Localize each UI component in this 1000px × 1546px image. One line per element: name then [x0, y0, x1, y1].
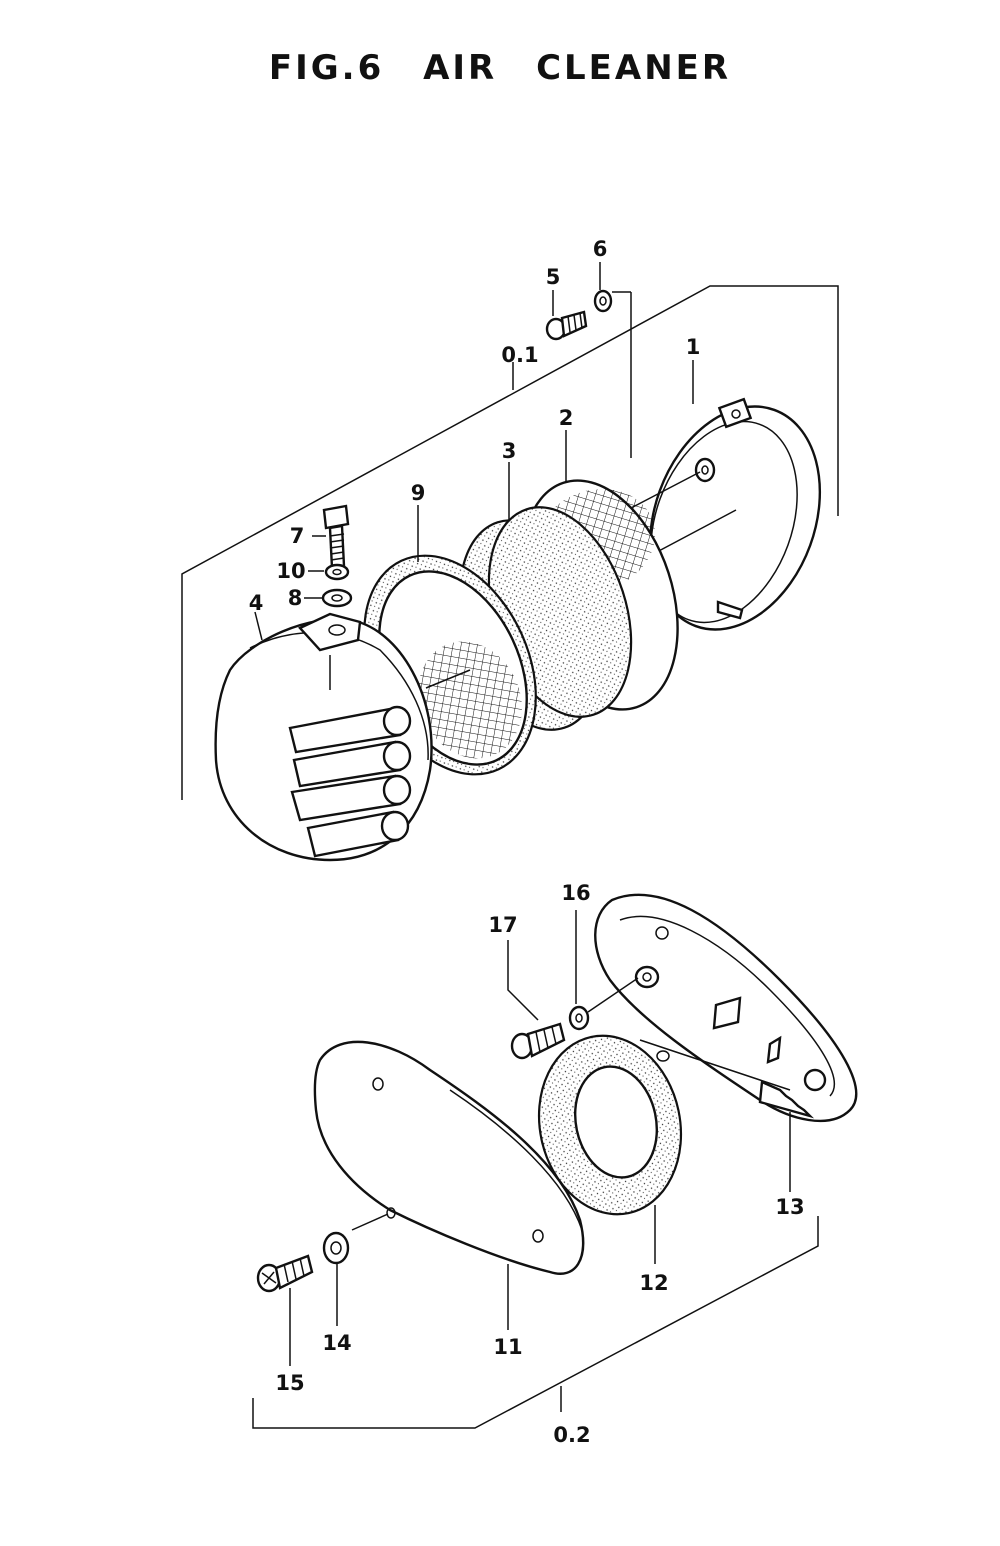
- part-5-screw: [545, 290, 588, 341]
- part-8-washer: [304, 588, 353, 608]
- part-14-washer: [322, 1231, 350, 1326]
- part-16-washer: [568, 910, 639, 1031]
- callout-1: 1: [686, 335, 701, 359]
- callout-10: 10: [276, 559, 305, 583]
- assembly-bracket-02: [252, 1216, 819, 1429]
- assembly-label-01: 0.1: [501, 343, 538, 367]
- part-1-clamp-band: [630, 360, 822, 631]
- callout-11: 11: [493, 1335, 522, 1359]
- part-6-washer: [593, 262, 613, 313]
- callout-14: 14: [322, 1331, 351, 1355]
- callout-13: 13: [775, 1195, 804, 1219]
- assembly-label-02: 0.2: [553, 1423, 590, 1447]
- callout-17: 17: [488, 913, 517, 937]
- part-4-cleaner-case: [214, 611, 471, 862]
- assembly-bracket-01: [181, 285, 839, 800]
- callout-12: 12: [639, 1271, 668, 1295]
- callout-15: 15: [275, 1371, 304, 1395]
- callout-2: 2: [559, 406, 574, 430]
- part-15-screw: [256, 1254, 314, 1366]
- callout-6: 6: [593, 237, 608, 261]
- callout-4: 4: [249, 591, 264, 615]
- part-11-cover: [313, 1040, 585, 1330]
- callout-7: 7: [290, 524, 305, 548]
- part-13-cleaner-base: [594, 893, 858, 1192]
- callout-3: 3: [502, 439, 517, 463]
- part-12-foam-ring: [537, 1034, 683, 1264]
- callout-8: 8: [288, 586, 303, 610]
- part-10-lock-washer: [308, 563, 350, 581]
- part-17-screw: [507, 940, 566, 1060]
- figure-title: FIG.6 AIR CLEANER: [268, 48, 732, 88]
- callout-16: 16: [561, 881, 590, 905]
- part-7-bolt: [312, 504, 350, 570]
- callout-5: 5: [546, 265, 561, 289]
- callout-9: 9: [411, 481, 426, 505]
